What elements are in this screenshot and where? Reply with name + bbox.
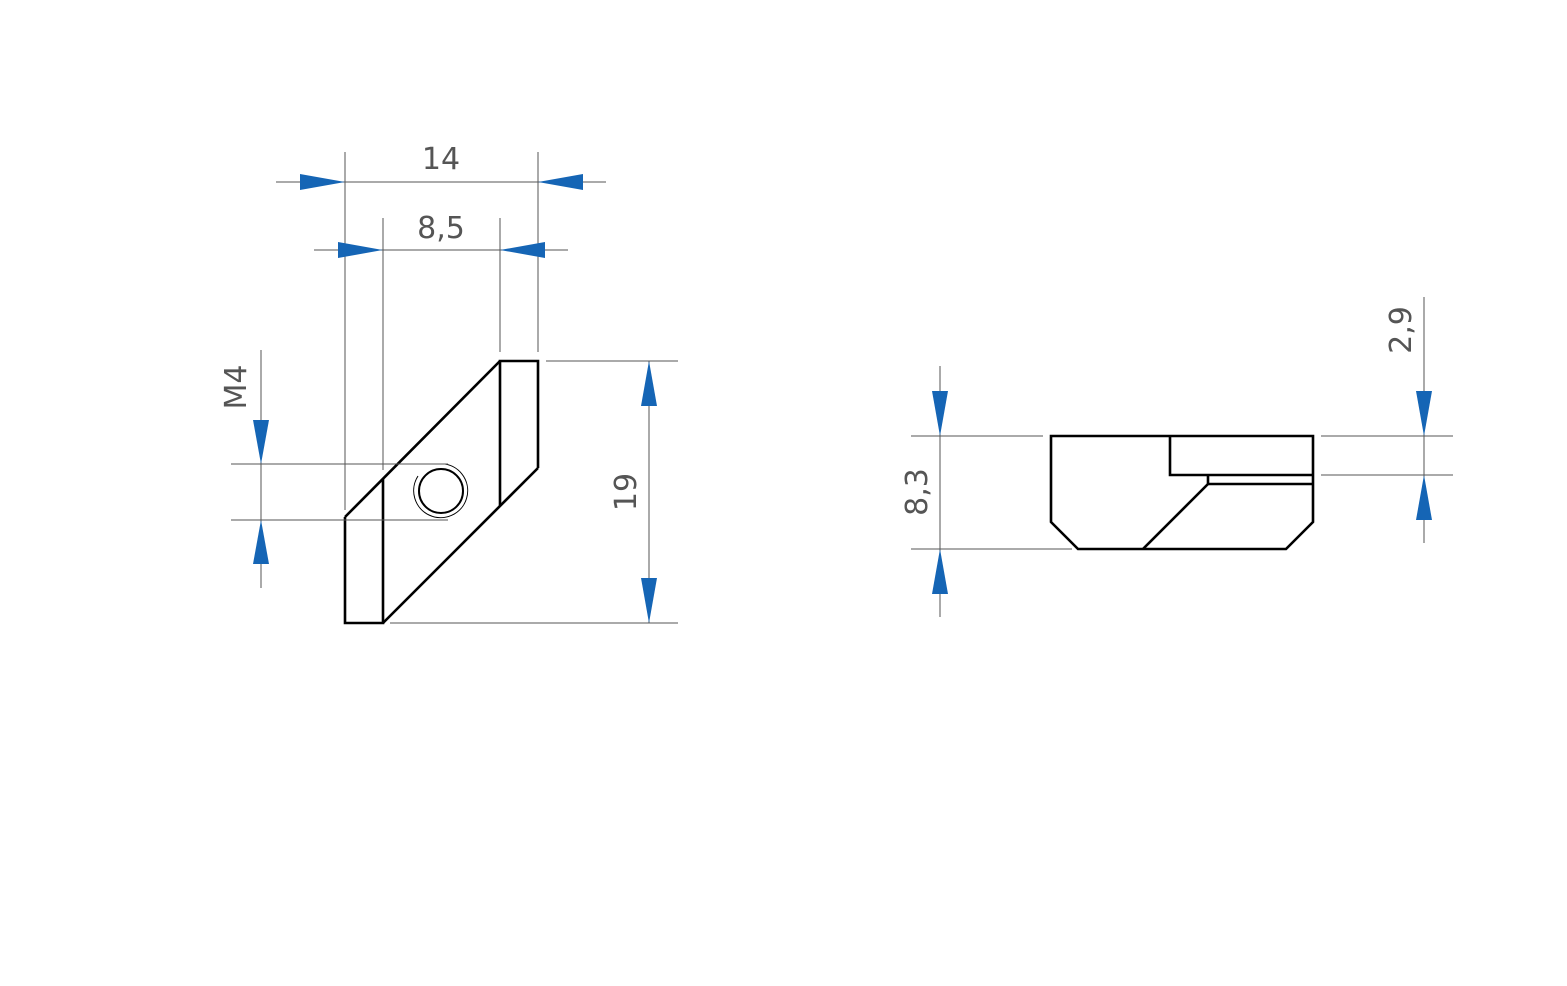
arrow-head: [300, 174, 345, 190]
arrow-head: [253, 420, 269, 464]
dimension-label-width-inner: 8,5: [417, 211, 465, 246]
side-extension-lines: [911, 435, 1453, 550]
dimension-thread: M4: [219, 350, 269, 588]
arrow-head: [641, 578, 657, 623]
arrow-head: [500, 242, 545, 258]
dimension-label-height: 19: [609, 473, 644, 511]
side-view: 8,3 2,9: [900, 297, 1453, 617]
arrow-head: [338, 242, 383, 258]
arrow-head: [1416, 391, 1432, 436]
arrow-head: [1416, 475, 1432, 520]
front-view: 14 8,5 M4 19: [219, 142, 678, 625]
dimension-label-side-height: 8,3: [900, 468, 935, 516]
dimension-width-inner: 8,5: [314, 211, 568, 258]
dimension-side-height: 8,3: [900, 366, 948, 617]
dimension-label-thread: M4: [219, 365, 254, 410]
dimension-label-slot-depth: 2,9: [1384, 306, 1419, 354]
dimension-slot-depth: 2,9: [1384, 297, 1432, 543]
dimension-width-total: 14: [276, 142, 606, 190]
arrow-head: [253, 520, 269, 564]
arrow-head: [641, 361, 657, 406]
arrow-head: [538, 174, 583, 190]
arrow-head: [932, 549, 948, 594]
dimension-height: 19: [609, 361, 657, 623]
threaded-hole: [413, 463, 469, 519]
arrow-head: [932, 391, 948, 436]
side-view-outline: [1049, 434, 1315, 551]
dimension-label-width-total: 14: [422, 142, 460, 177]
front-view-outline: [343, 359, 540, 625]
front-extension-lines: [231, 152, 678, 624]
